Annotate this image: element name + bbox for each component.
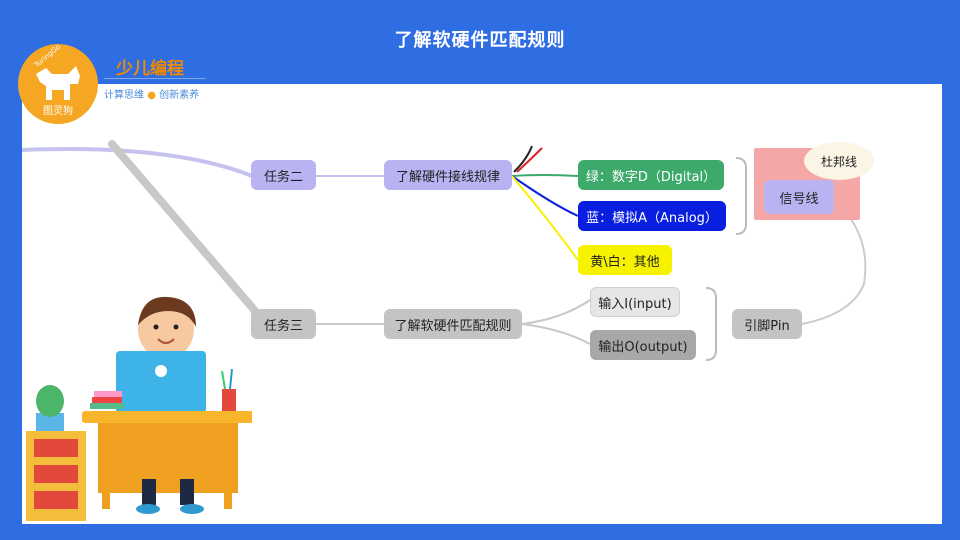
task3-node[interactable]: 任务三 (251, 309, 316, 339)
output-node[interactable]: 输出O(output) (590, 330, 696, 360)
brand-slogan: 计算思维 ● 创新素养 (104, 86, 199, 101)
input-node[interactable]: 输入I(input) (590, 287, 680, 317)
content-area: 任务二 了解硬件接线规律 绿：数字D（Digital） 蓝：模拟A（Analog… (22, 84, 942, 524)
logo: TuringGo 图灵狗 (18, 43, 98, 124)
slogan-dot-icon: ● (147, 90, 160, 101)
pin-node[interactable]: 引脚Pin (732, 309, 802, 339)
matching-rules-node[interactable]: 了解软硬件匹配规则 (384, 309, 522, 339)
signal-line-node[interactable]: 信号线 (764, 180, 834, 214)
logo-text: 图灵狗 (43, 106, 73, 117)
mindmap-connectors (22, 140, 867, 361)
analog-blue-node[interactable]: 蓝：模拟A（Analog） (578, 201, 726, 231)
task2-node[interactable]: 任务二 (251, 160, 316, 190)
brand-divider (104, 78, 206, 79)
slide-title: 了解软硬件匹配规则 (394, 30, 566, 51)
wiring-rules-node[interactable]: 了解硬件接线规律 (384, 160, 512, 190)
brand-name: 少儿编程 (116, 59, 184, 79)
dupont-line-label: 杜邦线 (804, 142, 874, 180)
slogan-left: 计算思维 (104, 90, 144, 101)
other-yellow-node[interactable]: 黄\白：其他 (578, 245, 672, 275)
digital-green-node[interactable]: 绿：数字D（Digital） (578, 160, 724, 190)
slogan-right: 创新素养 (159, 90, 200, 101)
student-desk-illustration (26, 296, 252, 521)
dog-icon (36, 66, 80, 100)
